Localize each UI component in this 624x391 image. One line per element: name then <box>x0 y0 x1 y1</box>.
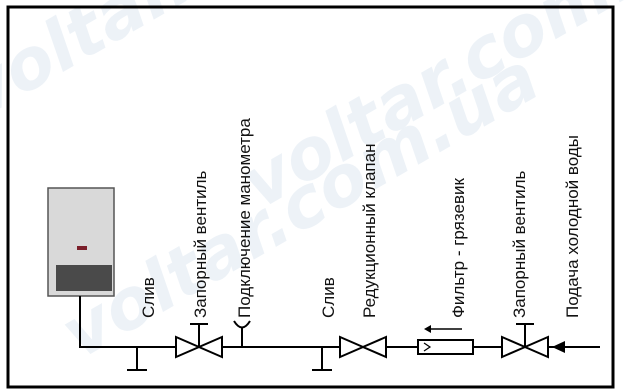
label-cold-water-supply: Подача холодной воды <box>563 135 582 318</box>
mud-filter-symbol <box>417 325 474 355</box>
label-mud-filter: Фильтр - грязевик <box>449 178 468 318</box>
drain-left-symbol <box>127 347 147 371</box>
label-shutoff-valve-right: Запорный вентиль <box>510 170 529 318</box>
pressure-reducer-symbol <box>339 335 387 359</box>
shutoff-valve-right-symbol <box>501 323 549 359</box>
label-drain-right: Слив <box>319 277 338 318</box>
gauge-connection-symbol <box>233 320 251 347</box>
label-pressure-reducer: Редукционный клапан <box>360 144 379 318</box>
water-heater-indicator <box>77 246 87 250</box>
drain-right-symbol <box>312 347 332 371</box>
shutoff-valve-left-symbol <box>175 323 223 359</box>
label-drain-left: Слив <box>139 277 158 318</box>
label-gauge-connection: Подключение манометра <box>235 118 254 318</box>
water-heater <box>47 187 115 297</box>
label-shutoff-valve-left: Запорный вентиль <box>191 170 210 318</box>
supply-arrow-icon <box>552 341 565 353</box>
diagram-frame <box>6 5 615 389</box>
water-heater-panel <box>56 265 112 291</box>
svg-text:voltar.com.ua: voltar.com.ua <box>48 36 553 375</box>
